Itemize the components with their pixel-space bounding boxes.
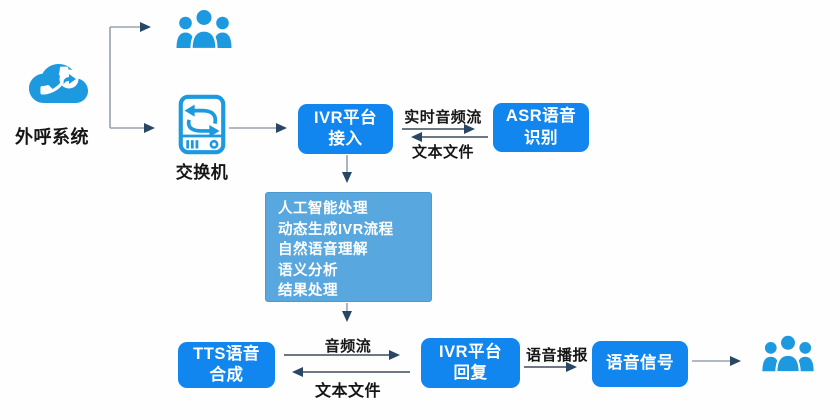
node-ivr-reply: IVR平台 回复 bbox=[421, 338, 520, 388]
switch-label: 交换机 bbox=[175, 163, 229, 182]
node-ai-processing-panel: 人工智能处理 动态生成IVR流程 自然语音理解 语义分析 结果处理 bbox=[265, 192, 432, 302]
node-ivr-access-line1: IVR平台 bbox=[313, 108, 377, 127]
cloud-phone-icon bbox=[23, 56, 90, 112]
people-group-icon bbox=[760, 333, 816, 374]
edge-label-text-file-bottom: 文本文件 bbox=[314, 383, 381, 400]
node-ivr-access: IVR平台 接入 bbox=[298, 104, 393, 154]
node-tts-line1: TTS语音 bbox=[193, 344, 260, 363]
ai-panel-line: 结果处理 bbox=[278, 283, 338, 299]
ai-panel-line: 语义分析 bbox=[278, 262, 338, 279]
people-group-icon bbox=[174, 7, 234, 51]
edge-label-audio-stream: 音频流 bbox=[324, 338, 372, 355]
ai-panel-line: 动态生成IVR流程 bbox=[278, 221, 394, 238]
ai-panel-line: 人工智能处理 bbox=[278, 201, 368, 217]
edge-label-realtime-audio-stream: 实时音频流 bbox=[404, 109, 482, 126]
outbound-system-label: 外呼系统 bbox=[15, 127, 89, 147]
node-tts-line2: 合成 bbox=[209, 366, 244, 384]
node-ivr-reply-line1: IVR平台 bbox=[438, 342, 502, 361]
node-voice-signal-label: 语音信号 bbox=[606, 354, 674, 373]
node-asr: ASR语音 识别 bbox=[493, 103, 589, 152]
ai-panel-line: 自然语音理解 bbox=[278, 242, 368, 258]
edge-label-text-file-top: 文本文件 bbox=[411, 144, 474, 161]
node-tts: TTS语音 合成 bbox=[178, 342, 275, 388]
network-switch-icon bbox=[178, 93, 226, 156]
node-asr-line1: ASR语音 bbox=[505, 107, 577, 126]
node-ivr-reply-line2: 回复 bbox=[453, 364, 488, 382]
node-asr-line2: 识别 bbox=[524, 128, 558, 147]
edge-label-voice-broadcast: 语音播报 bbox=[525, 347, 588, 364]
node-ivr-access-line2: 接入 bbox=[328, 130, 363, 148]
node-voice-signal: 语音信号 bbox=[592, 341, 688, 387]
